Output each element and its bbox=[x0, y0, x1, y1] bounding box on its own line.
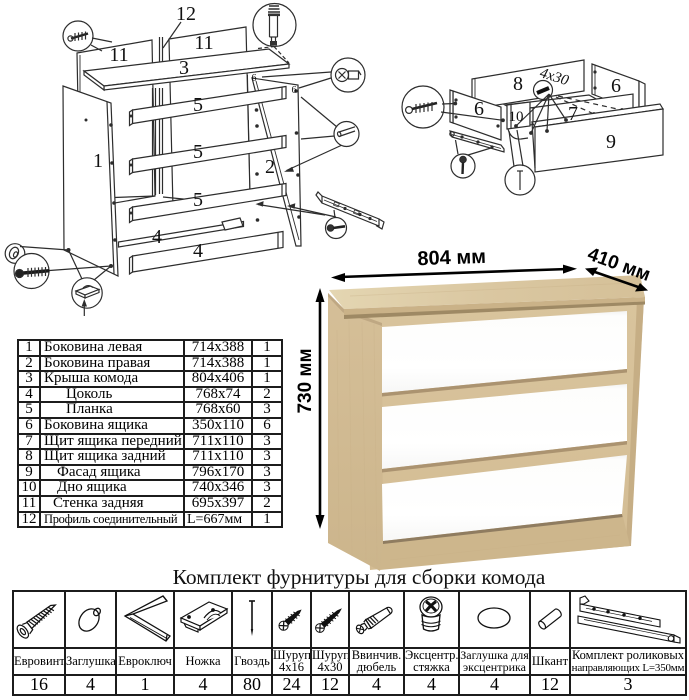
svg-text:1: 1 bbox=[93, 150, 103, 172]
svg-text:2: 2 bbox=[265, 156, 275, 178]
svg-text:730 мм: 730 мм bbox=[295, 348, 316, 413]
svg-text:5: 5 bbox=[193, 94, 203, 116]
svg-text:5: 5 bbox=[193, 189, 203, 211]
svg-text:4: 4 bbox=[193, 240, 203, 262]
svg-text:8: 8 bbox=[513, 73, 523, 95]
svg-text:4: 4 bbox=[152, 226, 162, 248]
svg-text:5: 5 bbox=[193, 141, 203, 163]
svg-text:804 мм: 804 мм bbox=[417, 246, 486, 270]
svg-text:6: 6 bbox=[292, 85, 297, 96]
svg-text:11: 11 bbox=[194, 32, 213, 54]
svg-text:12: 12 bbox=[176, 3, 196, 25]
svg-text:6: 6 bbox=[474, 98, 484, 120]
svg-text:6: 6 bbox=[252, 73, 257, 84]
svg-text:10: 10 bbox=[509, 109, 524, 125]
svg-text:6: 6 bbox=[611, 75, 621, 97]
svg-text:11: 11 bbox=[109, 44, 128, 66]
svg-text:9: 9 bbox=[606, 131, 616, 153]
svg-text:3: 3 bbox=[179, 57, 189, 79]
svg-text:7: 7 bbox=[568, 103, 578, 125]
